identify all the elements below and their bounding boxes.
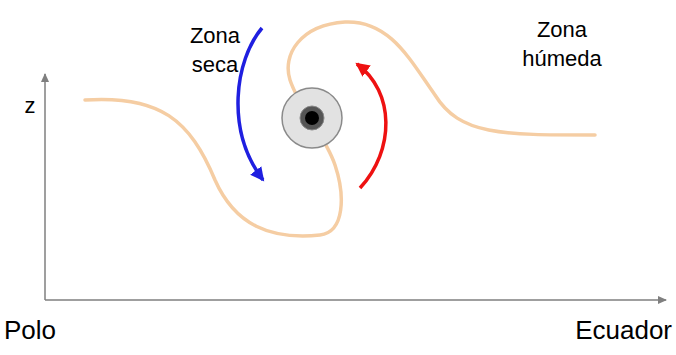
region-label: Zona húmeda — [497, 16, 627, 73]
descending-arrow — [238, 28, 263, 180]
z-axis — [44, 74, 46, 300]
vortex-outer — [282, 88, 342, 148]
latitude-axis — [45, 299, 666, 301]
axis-label: z — [18, 92, 42, 121]
isentrope-line — [85, 22, 595, 236]
ascending-arrow — [357, 64, 386, 188]
vortex-ring — [300, 106, 324, 130]
vortex-core — [305, 111, 319, 125]
axis-end-label: Polo — [4, 314, 94, 348]
region-label: Zona seca — [185, 22, 245, 79]
axis-end-label: Ecuador — [552, 314, 672, 348]
